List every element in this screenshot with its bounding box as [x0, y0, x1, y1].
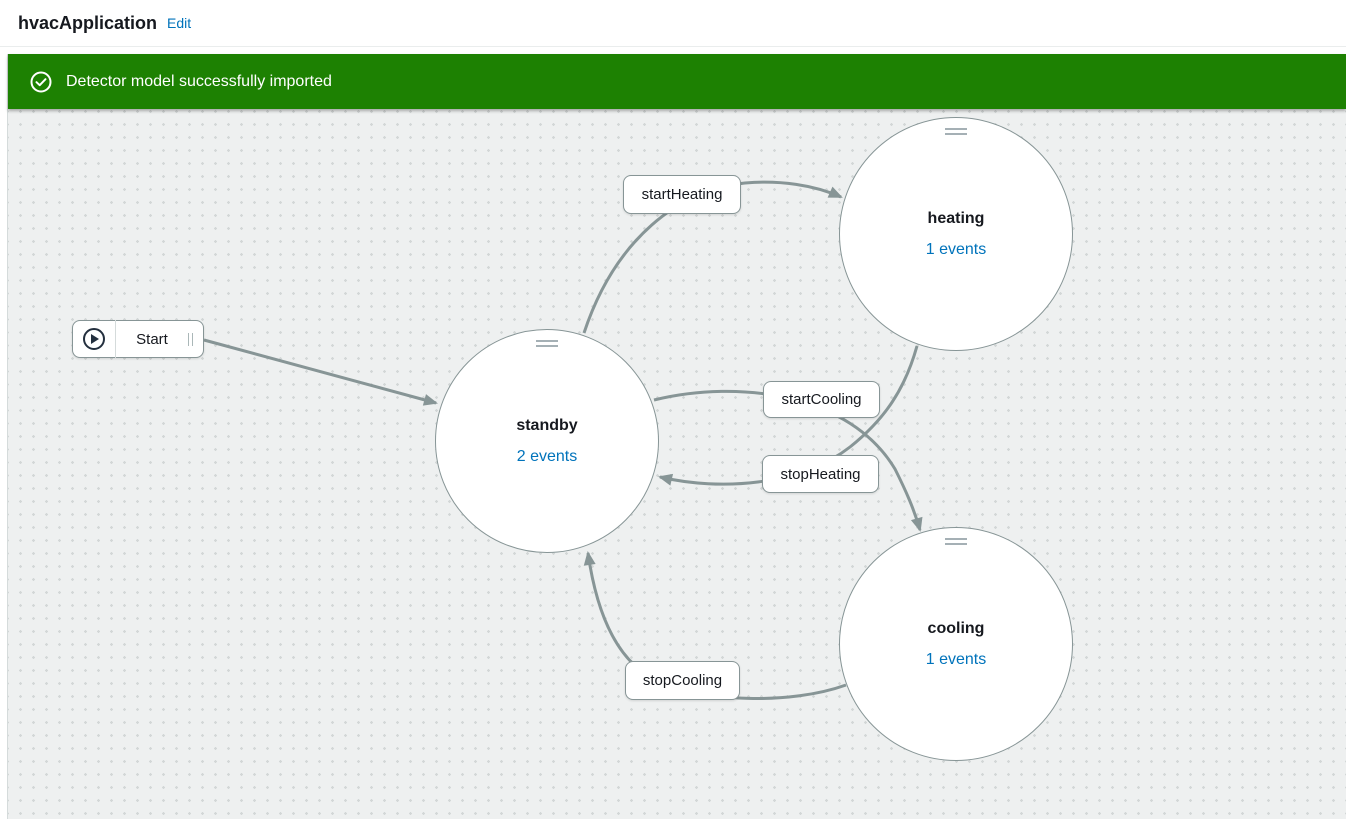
state-name-heating: heating — [927, 209, 985, 227]
detector-model-canvas[interactable]: standby 2 events heating 1 events coolin… — [8, 109, 1346, 819]
start-connector-line — [203, 338, 438, 406]
banner-message: Detector model successfully imported — [66, 72, 332, 90]
page-header: hvacApplication Edit — [0, 0, 1346, 47]
drag-handle-icon[interactable] — [945, 128, 967, 138]
transition-label-startHeating[interactable]: startHeating — [623, 175, 741, 214]
state-node-cooling[interactable]: cooling 1 events — [839, 527, 1073, 761]
start-node-label: Start — [136, 330, 168, 348]
check-circle-icon — [30, 71, 52, 93]
page-title: hvacApplication — [18, 12, 158, 33]
start-drag-handle-icon[interactable] — [188, 332, 193, 346]
drag-handle-icon[interactable] — [945, 538, 967, 548]
drag-handle-icon[interactable] — [536, 340, 558, 350]
state-name-cooling: cooling — [927, 619, 985, 637]
state-events-link-cooling[interactable]: 1 events — [925, 650, 987, 668]
state-name-standby: standby — [516, 416, 578, 434]
state-node-standby[interactable]: standby 2 events — [435, 329, 659, 553]
state-node-heating[interactable]: heating 1 events — [839, 117, 1073, 351]
start-node-divider — [115, 320, 116, 358]
content-area: Detector model successfully imported sta… — [7, 54, 1346, 819]
start-node[interactable]: Start — [72, 320, 204, 358]
play-icon — [73, 328, 115, 350]
state-events-link-standby[interactable]: 2 events — [516, 447, 578, 465]
transition-edges-layer — [203, 180, 923, 700]
transition-label-startCooling[interactable]: startCooling — [763, 381, 880, 418]
state-events-link-heating[interactable]: 1 events — [925, 240, 987, 258]
transition-edge-stopHeating — [658, 345, 919, 486]
transition-label-stopCooling[interactable]: stopCooling — [625, 661, 740, 700]
edit-link[interactable]: Edit — [167, 15, 192, 31]
transition-label-stopHeating[interactable]: stopHeating — [762, 455, 879, 493]
success-banner: Detector model successfully imported — [8, 54, 1346, 109]
